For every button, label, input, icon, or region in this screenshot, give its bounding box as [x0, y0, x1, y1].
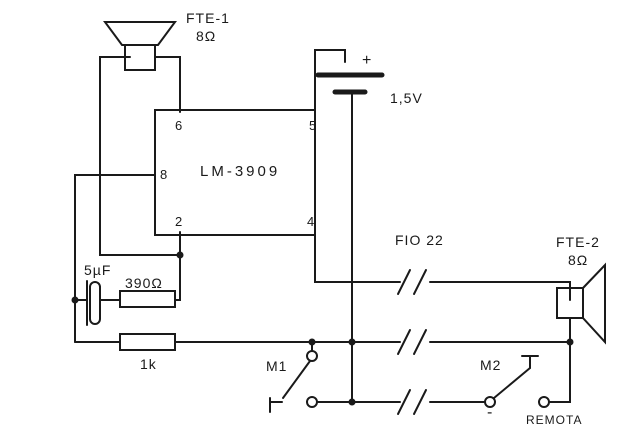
- wire-break-marks: [397, 269, 427, 415]
- ic-pin-2: 2: [175, 214, 184, 229]
- switch-m2-minus: -: [487, 404, 494, 421]
- speaker-1-impedance: 8Ω: [196, 28, 217, 44]
- capacitor-value: 5µF: [84, 262, 112, 278]
- ic-pin-4: 4: [307, 214, 316, 229]
- remote-label: REMOTA: [526, 413, 583, 427]
- speaker-1-name: FTE-1: [186, 10, 230, 26]
- battery-voltage: 1,5V: [390, 90, 423, 106]
- resistor-390-value: 390Ω: [125, 275, 163, 291]
- speaker-2-impedance: 8Ω: [568, 252, 589, 268]
- battery-icon: [315, 72, 385, 95]
- ic-pin-5: 5: [309, 118, 318, 133]
- resistor-1k-value: 1k: [140, 356, 157, 372]
- ic-pin-8: 8: [160, 167, 169, 182]
- junction-dots: [71, 251, 574, 406]
- speaker-2-icon: [556, 262, 606, 345]
- ic-name: LM-3909: [200, 163, 281, 180]
- ic-pin-6: 6: [175, 118, 184, 133]
- battery-polarity: +: [362, 52, 373, 69]
- capacitor-icon: [86, 280, 101, 326]
- speaker-2-name: FTE-2: [556, 234, 600, 250]
- switch-m1-label: M1: [266, 358, 288, 374]
- ic-body: [154, 109, 316, 236]
- switch-m1-icon: [269, 350, 318, 413]
- switch-m2-label: M2: [480, 357, 502, 373]
- resistor-390-icon: [119, 290, 176, 308]
- resistor-1k-icon: [119, 333, 176, 351]
- switch-m2-icon: [484, 355, 550, 408]
- speaker-1-icon: [103, 21, 177, 71]
- wire-label: FIO 22: [395, 232, 444, 248]
